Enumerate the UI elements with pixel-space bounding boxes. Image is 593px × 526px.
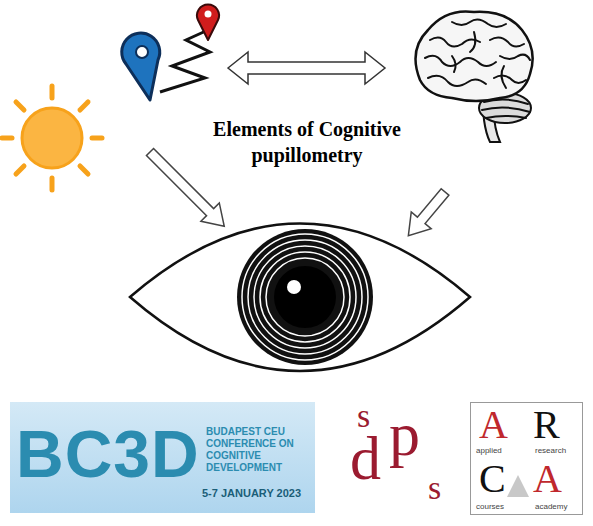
logo-letter: d — [350, 426, 381, 490]
logo-word: applied — [476, 446, 502, 456]
logo-word: academy — [535, 502, 567, 512]
logo-letter: s — [428, 470, 441, 506]
logo-subtitle: BUDAPEST CEU CONFERENCE ON COGNITIVE DEV… — [206, 426, 310, 474]
logo-letter: p — [389, 402, 420, 466]
logo-word: research — [535, 446, 566, 456]
location-pins — [122, 4, 219, 100]
double-arrow — [228, 52, 385, 84]
brain-icon — [416, 11, 533, 142]
academy-logo: ARCAapplied research courses academy — [470, 402, 583, 515]
diagram-title: Elements of Cognitive pupillometry — [182, 116, 432, 168]
logo-wordmark: BC3D — [16, 416, 200, 492]
down-arrow — [398, 184, 455, 244]
logo-word: courses — [476, 502, 504, 512]
eye-icon — [130, 224, 470, 372]
sun-icon — [2, 86, 102, 190]
logo-date: 5-7 JANUARY 2023 — [202, 486, 312, 500]
logo-letter: R — [533, 405, 560, 445]
down-arrow — [141, 143, 234, 236]
logo-letter: A — [479, 405, 508, 445]
logo-letter: C — [479, 459, 506, 499]
conference-logo: BC3DBUDAPEST CEU CONFERENCE ON COGNITIVE… — [10, 402, 315, 513]
logo-letter: A — [533, 459, 562, 499]
logo-triangle — [507, 475, 529, 497]
